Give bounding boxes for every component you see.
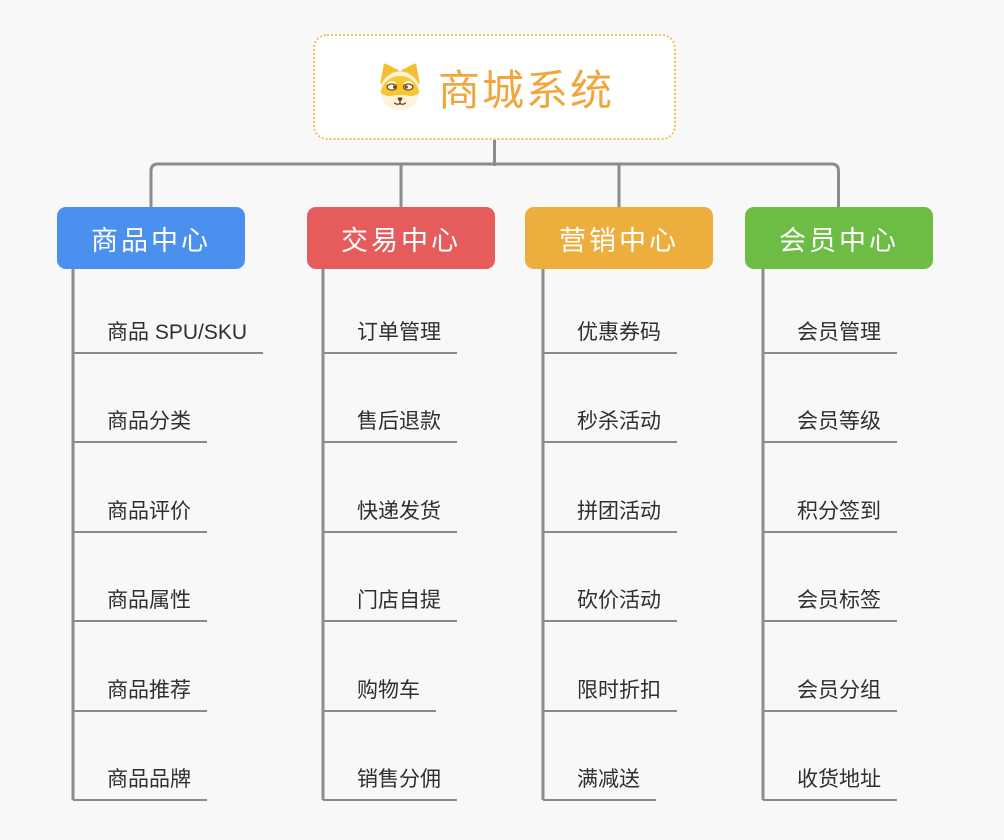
subtopic-label: 优惠券码 (577, 321, 661, 344)
branch-topic-label: 营销中心 (559, 225, 679, 256)
subtopic[interactable]: 砍价活动 (543, 586, 677, 622)
branch-topic-trade-center[interactable]: 交易中心 (307, 207, 495, 269)
subtopic[interactable]: 购物车 (323, 676, 436, 712)
root-topic-label: 商城系统 (437, 66, 614, 114)
subtopic[interactable]: 商品 SPU/SKU (73, 318, 264, 354)
subtopic-label: 积分签到 (797, 500, 881, 523)
subtopic-label: 商品分类 (107, 410, 191, 433)
subtopic[interactable]: 积分签到 (763, 497, 897, 533)
subtopic-label: 门店自提 (357, 589, 441, 612)
branch-topic-member-center[interactable]: 会员中心 (745, 207, 933, 269)
subtopic[interactable]: 商品分类 (73, 407, 207, 443)
subtopic-label: 商品评价 (107, 500, 191, 523)
subtopic-label: 商品推荐 (107, 679, 191, 702)
dog-face-icon (375, 62, 425, 112)
subtopic-label: 会员等级 (797, 410, 881, 433)
subtopic-label: 销售分佣 (357, 768, 441, 791)
subtopic-label: 快递发货 (357, 500, 441, 523)
subtopic[interactable]: 门店自提 (323, 586, 457, 622)
branch-topic-label: 商品中心 (91, 225, 211, 256)
subtopic[interactable]: 商品推荐 (73, 676, 207, 712)
subtopic-label: 满减送 (577, 768, 640, 791)
subtopic-label: 会员分组 (797, 679, 881, 702)
subtopic[interactable]: 限时折扣 (543, 676, 677, 712)
subtopic[interactable]: 会员等级 (763, 407, 897, 443)
subtopic[interactable]: 会员标签 (763, 586, 897, 622)
subtopic[interactable]: 会员分组 (763, 676, 897, 712)
subtopic-label: 砍价活动 (577, 589, 661, 612)
subtopic-label: 售后退款 (357, 410, 441, 433)
subtopic[interactable]: 销售分佣 (323, 765, 457, 801)
root-topic[interactable]: 商城系统 (313, 34, 676, 140)
subtopic[interactable]: 秒杀活动 (543, 407, 677, 443)
subtopic[interactable]: 售后退款 (323, 407, 457, 443)
branch-topic-product-center[interactable]: 商品中心 (57, 207, 245, 269)
branch-topic-label: 交易中心 (341, 225, 461, 256)
subtopic[interactable]: 商品属性 (73, 586, 207, 622)
subtopic[interactable]: 满减送 (543, 765, 656, 801)
subtopic-label: 购物车 (357, 679, 420, 702)
subtopic-label: 商品品牌 (107, 768, 191, 791)
branch-topic-label: 会员中心 (779, 225, 899, 256)
subtopic-label: 订单管理 (357, 321, 441, 344)
subtopic-label: 秒杀活动 (577, 410, 661, 433)
subtopic-label: 拼团活动 (577, 500, 661, 523)
subtopic-label: 会员标签 (797, 589, 881, 612)
subtopic[interactable]: 商品评价 (73, 497, 207, 533)
subtopic-label: 收货地址 (797, 768, 881, 791)
branch-topic-marketing-center[interactable]: 营销中心 (525, 207, 713, 269)
subtopic[interactable]: 优惠券码 (543, 318, 677, 354)
subtopic-label: 商品 SPU/SKU (107, 321, 248, 344)
subtopic[interactable]: 商品品牌 (73, 765, 207, 801)
subtopic-label: 商品属性 (107, 589, 191, 612)
subtopic[interactable]: 会员管理 (763, 318, 897, 354)
subtopic-label: 限时折扣 (577, 679, 661, 702)
subtopic[interactable]: 快递发货 (323, 497, 457, 533)
subtopic-label: 会员管理 (797, 321, 881, 344)
subtopic[interactable]: 拼团活动 (543, 497, 677, 533)
subtopic[interactable]: 订单管理 (323, 318, 457, 354)
subtopic[interactable]: 收货地址 (763, 765, 897, 801)
